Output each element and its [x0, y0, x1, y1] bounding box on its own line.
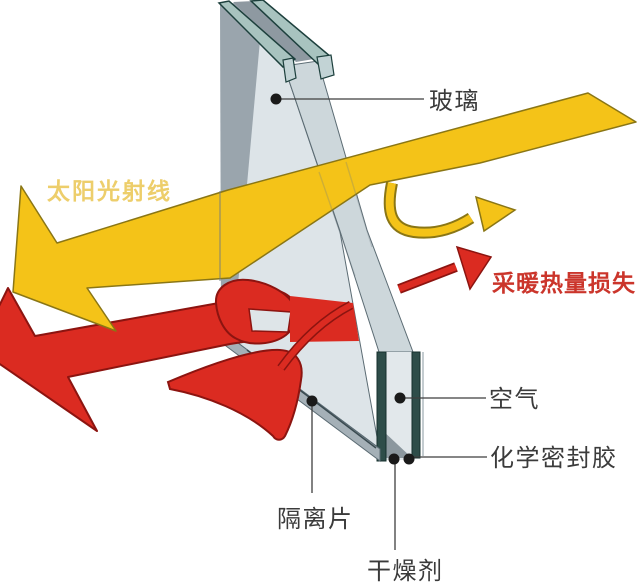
label-solar-ray: 太阳光射线	[47, 178, 172, 205]
reflected-solar-arrow	[383, 181, 517, 239]
glass-line-over-ray-2	[345, 161, 373, 248]
pane-top-edge-back	[217, 0, 297, 68]
label-spacer: 隔离片	[277, 505, 354, 533]
anchor-dot-sealant-right	[403, 453, 415, 465]
leader-lines	[276, 98, 487, 550]
label-sealant: 化学密封胶	[490, 444, 618, 472]
label-desiccant: 干燥剂	[367, 557, 444, 583]
heat-loss-shaft	[397, 263, 458, 293]
heat-loss-curve-left	[278, 302, 353, 370]
anchor-dot-air	[394, 392, 406, 404]
label-glass: 玻璃	[429, 87, 480, 115]
heat-arrow	[0, 278, 359, 441]
heat-arrow-lower-sweep	[166, 348, 303, 441]
reflected-solar-arrowhead	[474, 195, 517, 233]
glass-edge-teal-left	[376, 351, 387, 462]
glass-top-gap-face	[233, 1, 320, 62]
labels: 玻璃 太阳光射线 采暖热量损失 空气 化学密封胶 隔离片 干燥剂	[47, 87, 636, 583]
glass-edge-teal-right	[411, 351, 421, 459]
anchor-dot-glass	[270, 93, 282, 105]
solar-arrow-body	[12, 92, 637, 332]
pane-cap-front	[316, 54, 335, 80]
bottom-corner-shadow	[380, 428, 412, 458]
label-heat-loss: 采暖热量损失	[492, 271, 636, 297]
heat-loss-arrow	[277, 245, 493, 371]
pane-cap-back	[282, 57, 297, 83]
anchor-dot-spacer	[306, 395, 318, 407]
air-gap-bottom	[379, 352, 413, 460]
anchor-dots	[270, 93, 415, 465]
anchor-dot-sealant-left	[388, 453, 400, 465]
label-air: 空气	[489, 385, 540, 413]
heat-loss-arrowhead	[455, 245, 493, 291]
heat-arrow-fold-hole	[248, 308, 292, 333]
reflected-solar-curve	[385, 182, 474, 237]
glass-line-over-ray-1	[318, 171, 356, 277]
solar-arrow	[12, 92, 637, 332]
